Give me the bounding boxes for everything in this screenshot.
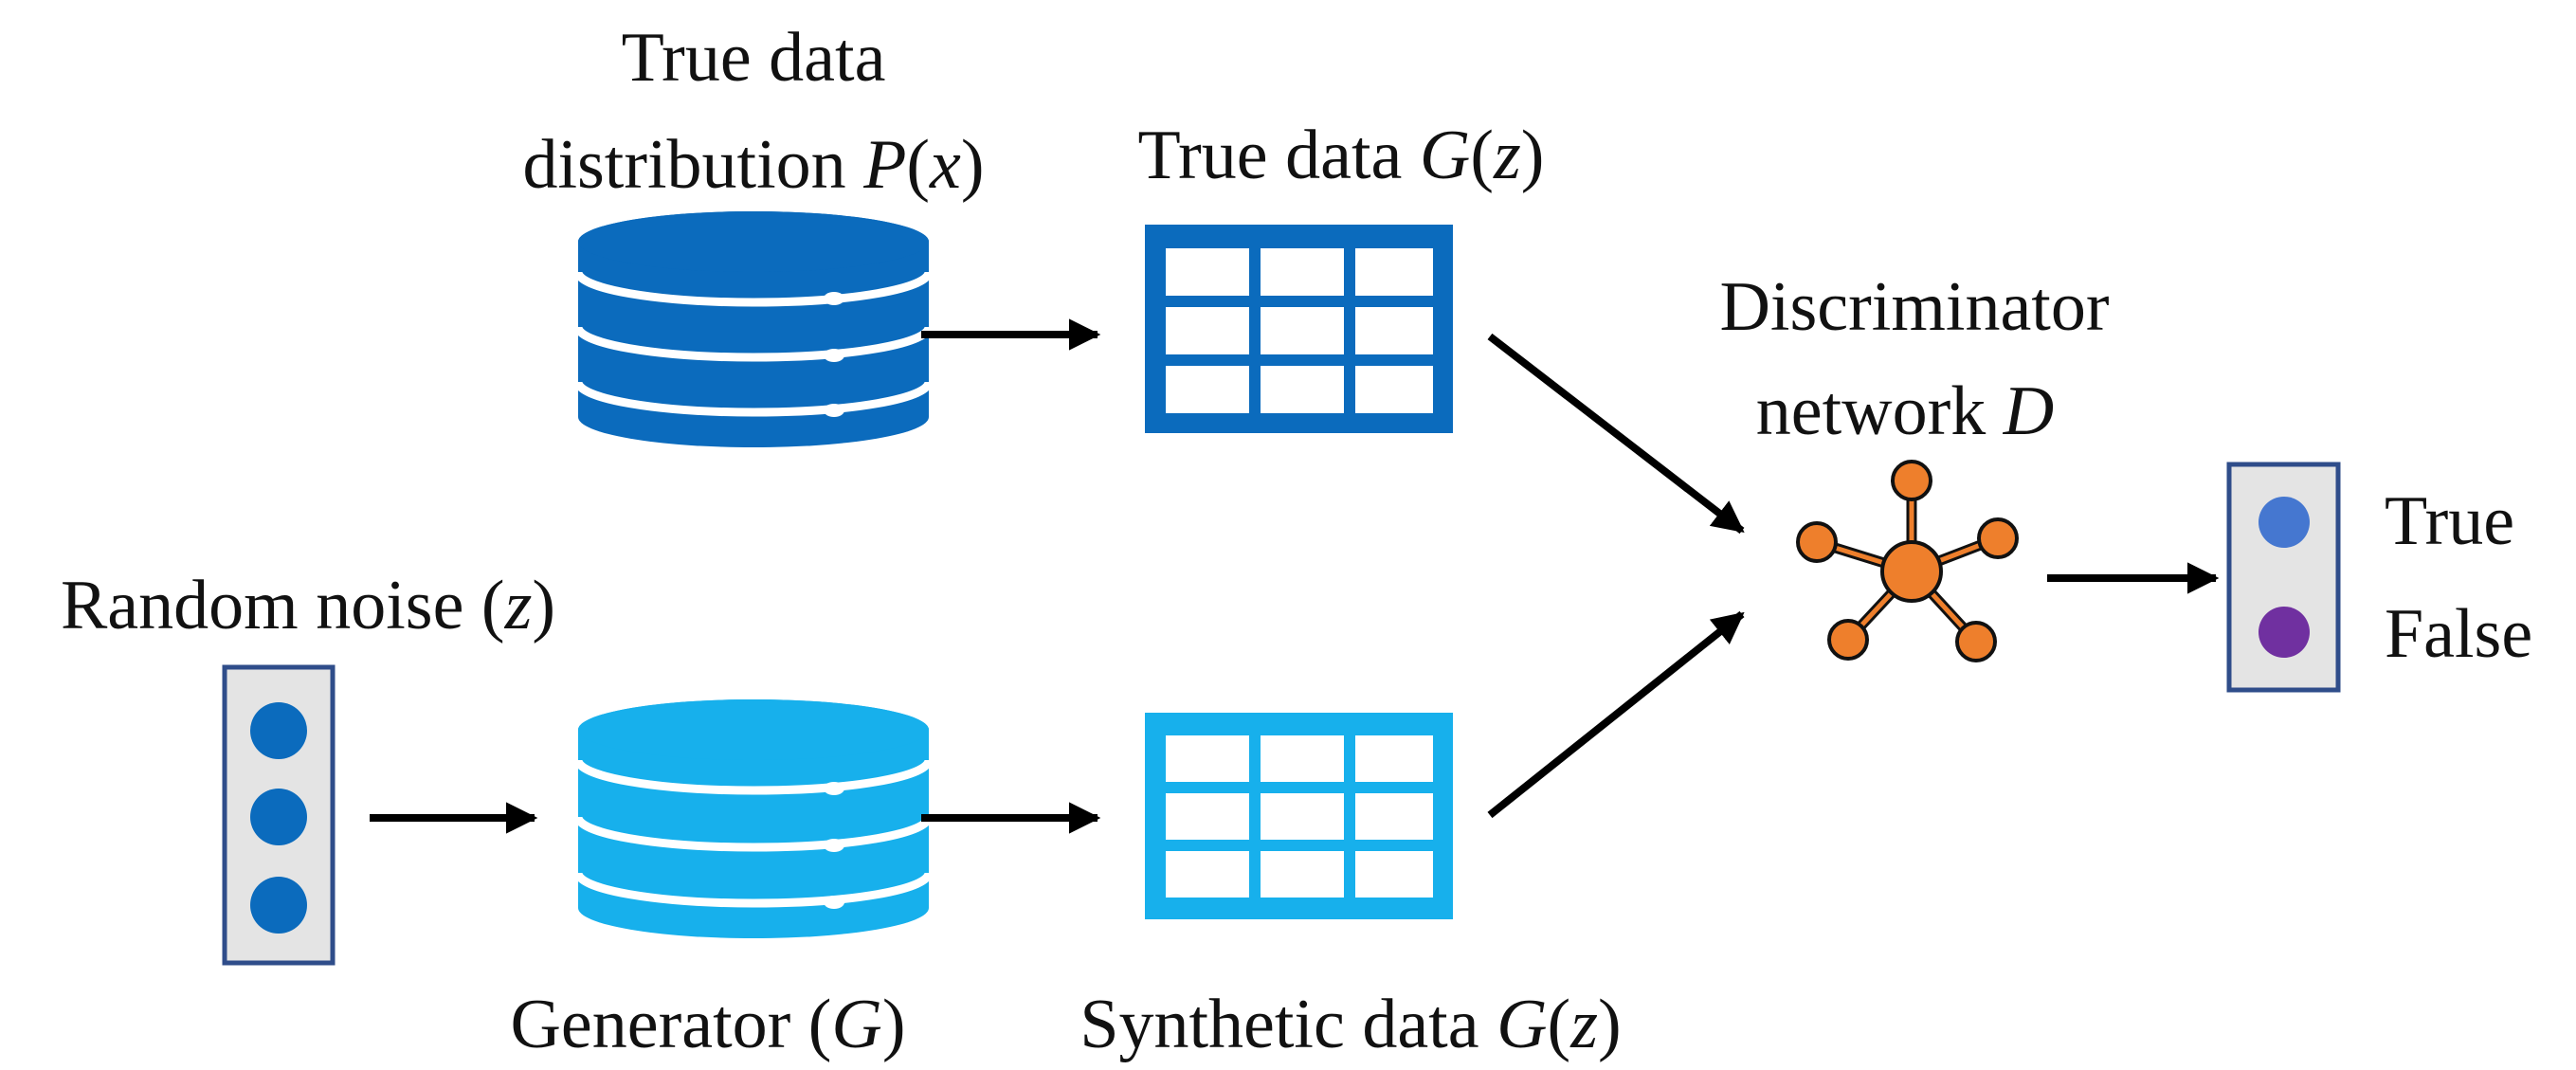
arrow-synthetic-table-to-discriminator xyxy=(1487,610,1745,819)
generator-label: Generator (G) xyxy=(510,986,905,1063)
discriminator-label-line2: network D xyxy=(1756,372,2054,450)
noise-vector-icon xyxy=(222,664,336,966)
random-noise-label: Random noise (z) xyxy=(61,567,555,644)
noise-dot xyxy=(250,877,307,934)
true-data-label: True data G(z) xyxy=(1138,117,1545,194)
arrow-true-table-to-discriminator xyxy=(1487,333,1745,535)
output-false-dot xyxy=(2259,607,2310,658)
true-data-table-icon xyxy=(1145,225,1453,433)
synthetic-data-label: Synthetic data G(z) xyxy=(1079,986,1621,1063)
output-vector-icon xyxy=(2226,462,2341,693)
noise-dot xyxy=(250,702,307,759)
output-true-label: True xyxy=(2385,482,2514,560)
discriminator-network-icon xyxy=(1796,460,2019,662)
noise-dot xyxy=(250,789,307,845)
discriminator-label-line1: Discriminator xyxy=(1719,268,2109,346)
synthetic-data-table-icon xyxy=(1145,713,1453,919)
output-false-label: False xyxy=(2385,595,2532,673)
true-distribution-label-line1: True data xyxy=(622,19,886,97)
true-data-database-icon xyxy=(573,211,934,447)
flow-arrows xyxy=(370,318,2220,834)
generator-database-icon xyxy=(573,699,934,938)
output-true-dot xyxy=(2259,497,2310,548)
true-distribution-label-line2: distribution P(x) xyxy=(522,126,984,204)
